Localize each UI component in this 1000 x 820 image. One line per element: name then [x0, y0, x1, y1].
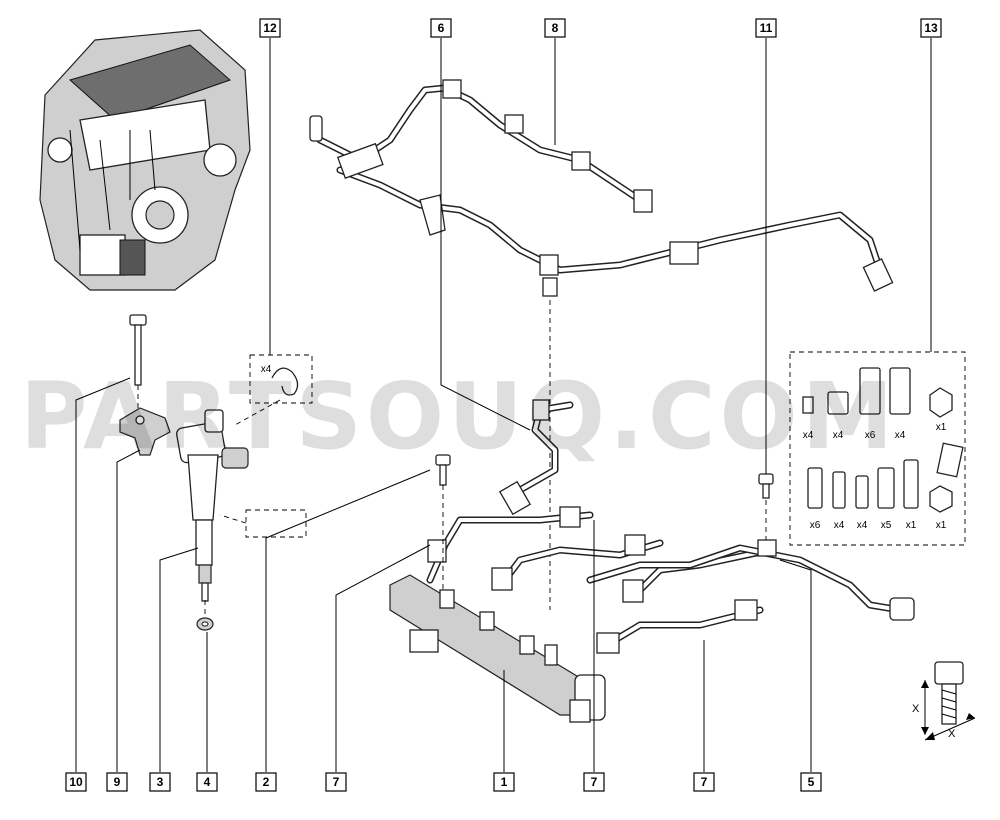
- clip-quantity: x4: [261, 364, 272, 375]
- return-line-5: [586, 539, 915, 621]
- bolt-2: [435, 454, 451, 486]
- fuel-lines: [426, 399, 774, 654]
- svg-text:2: 2: [263, 775, 270, 789]
- callout-11: 11: [755, 18, 777, 38]
- callout-1: 1: [493, 772, 515, 792]
- callouts-bottom: 10 9 3 4 2 7 1 7 7 5: [65, 772, 822, 792]
- bolt-10: [129, 314, 147, 386]
- leader-lines: [75, 38, 932, 772]
- svg-text:8: 8: [552, 21, 559, 35]
- callout-13: 13: [920, 18, 942, 38]
- kit-row2-quantities: x6 x4 x4 x5 x1 x1: [810, 520, 947, 531]
- callout-8: 8: [544, 18, 566, 38]
- kit-qty-1-2: x4: [833, 430, 844, 441]
- kit-qty-1-3: x6: [865, 430, 876, 441]
- svg-text:4: 4: [204, 775, 211, 789]
- kit-row1-quantities: x4 x4 x6 x4 x1: [803, 422, 947, 441]
- watermark-text: PARTSOUQ.COM: [20, 363, 897, 470]
- svg-text:7: 7: [701, 775, 708, 789]
- svg-text:1: 1: [501, 775, 508, 789]
- kit-qty-2-1: x6: [810, 520, 821, 531]
- callout-12: 12: [259, 18, 281, 38]
- callout-5: 5: [800, 772, 822, 792]
- callout-6: 6: [430, 18, 452, 38]
- dimension-label-diagonal: X: [948, 728, 956, 740]
- kit-qty-2-5: x1: [906, 520, 917, 531]
- bolt-11: [758, 473, 774, 499]
- callout-7-a: 7: [325, 772, 347, 792]
- washer-4: [196, 617, 214, 631]
- kit-qty-2-3: x4: [857, 520, 868, 531]
- injector-3: [176, 409, 249, 602]
- callout-3: 3: [149, 772, 171, 792]
- svg-text:13: 13: [924, 21, 938, 35]
- svg-text:11: 11: [760, 21, 773, 35]
- svg-text:7: 7: [333, 775, 340, 789]
- svg-text:7: 7: [591, 775, 598, 789]
- kit-qty-1-1: x4: [803, 430, 814, 441]
- kit-qty-1-5: x1: [936, 422, 947, 433]
- callout-10: 10: [65, 772, 87, 792]
- clamp-9: [119, 407, 171, 456]
- kit-qty-1-4: x4: [895, 430, 906, 441]
- dimension-label-vertical: X: [912, 703, 920, 715]
- svg-text:3: 3: [157, 775, 164, 789]
- kit-13-box: [789, 351, 966, 546]
- fuel-rail-1: [389, 574, 606, 723]
- kit-qty-2-4: x5: [881, 520, 892, 531]
- callout-7-c: 7: [693, 772, 715, 792]
- engine-illustration: [39, 29, 251, 291]
- label-box: [245, 509, 307, 538]
- svg-text:12: 12: [263, 21, 277, 35]
- callout-4: 4: [196, 772, 218, 792]
- callout-9: 9: [106, 772, 128, 792]
- svg-text:5: 5: [808, 775, 815, 789]
- svg-text:9: 9: [114, 775, 121, 789]
- wiring-harness-8: [309, 79, 894, 297]
- clip-12-group: x4: [249, 354, 313, 404]
- kit-qty-2-2: x4: [834, 520, 845, 531]
- callout-7-b: 7: [583, 772, 605, 792]
- callout-2: 2: [255, 772, 277, 792]
- callouts-top: 12 6 8 11 13: [259, 18, 942, 38]
- kit-qty-2-6: x1: [936, 520, 947, 531]
- bolt-dimension-icon: X X: [912, 661, 976, 741]
- svg-text:6: 6: [438, 21, 445, 35]
- svg-text:10: 10: [69, 775, 83, 789]
